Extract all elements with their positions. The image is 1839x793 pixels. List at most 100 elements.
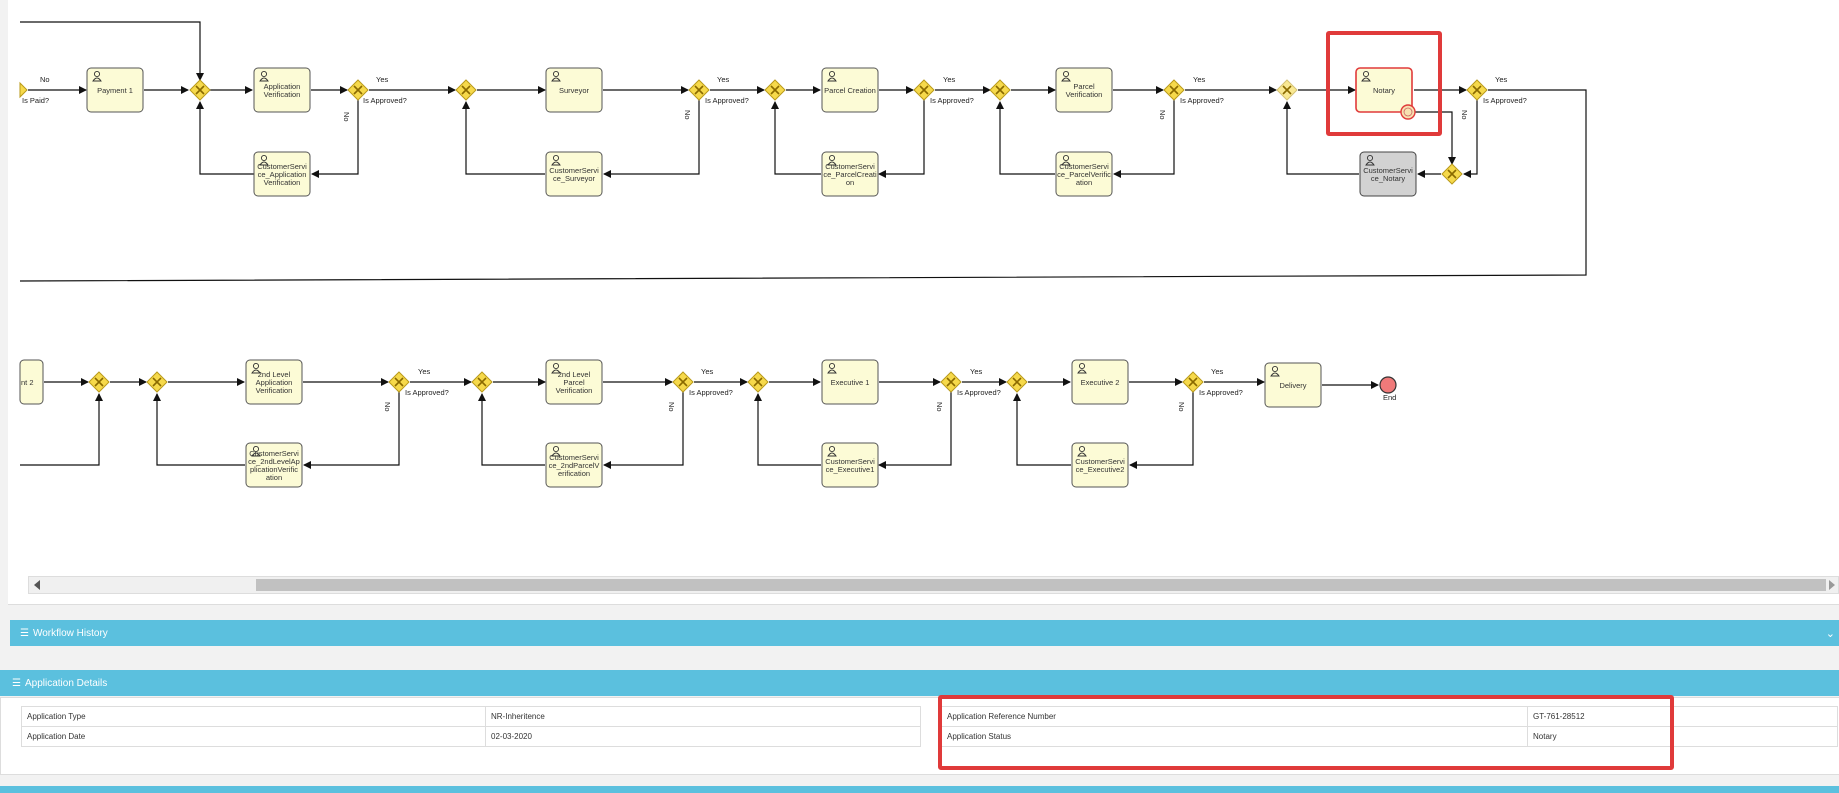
task-label: Verification	[264, 90, 301, 99]
task-label: Parcel	[563, 378, 585, 387]
flow-label-no: No	[1177, 402, 1186, 412]
user-icon	[1061, 161, 1071, 166]
sequence-flow	[771, 101, 821, 175]
task-box[interactable]	[253, 67, 311, 113]
exclusive-gateway[interactable]	[940, 371, 962, 393]
exclusive-gateway[interactable]	[189, 79, 211, 101]
task-box[interactable]	[821, 151, 879, 197]
status-highlight-box	[938, 695, 1674, 770]
workflow-history-header[interactable]: ☰ Workflow History ⌄	[10, 620, 1839, 646]
task-box[interactable]	[1071, 442, 1129, 488]
exclusive-gateway[interactable]	[1006, 371, 1028, 393]
task-box[interactable]	[1264, 362, 1322, 408]
user-icon	[259, 161, 269, 166]
scroll-left-icon[interactable]	[34, 580, 40, 590]
task-cs-l2-app-verification[interactable]: CustomerService_2ndLevelApplicationVerif…	[245, 442, 303, 488]
task-parcel-creation[interactable]: Parcel Creation	[821, 67, 879, 113]
timer-boundary-event[interactable]	[1400, 104, 1416, 120]
task-box[interactable]	[1355, 67, 1413, 113]
flow-label-no: No	[935, 402, 944, 412]
task-box[interactable]	[821, 442, 879, 488]
user-icon	[828, 70, 836, 78]
task-box[interactable]	[545, 359, 603, 405]
exclusive-gateway[interactable]	[1466, 79, 1488, 101]
task-label: CustomerServi	[549, 453, 599, 462]
task-label: CustomerServi	[1075, 457, 1125, 466]
task-box[interactable]	[545, 442, 603, 488]
end-event[interactable]	[1379, 376, 1397, 394]
gateway-x-icon	[1282, 85, 1292, 95]
task-surveyor[interactable]: Surveyor	[545, 67, 603, 113]
task-box[interactable]	[245, 442, 303, 488]
task-executive1[interactable]: Executive 1	[821, 359, 879, 405]
exclusive-gateway[interactable]	[1441, 163, 1463, 185]
exclusive-gateway[interactable]	[672, 371, 694, 393]
task-box[interactable]	[1359, 151, 1417, 197]
flow-label-end: End	[1383, 393, 1396, 402]
task-box[interactable]	[245, 359, 303, 405]
task-executive2[interactable]: Executive 2	[1071, 359, 1129, 405]
exclusive-gateway[interactable]	[1276, 79, 1298, 101]
user-icon	[1078, 362, 1086, 370]
scroll-thumb[interactable]	[256, 579, 1826, 591]
task-box[interactable]	[253, 151, 311, 197]
sequence-flow	[996, 101, 1055, 175]
task-box[interactable]	[1055, 151, 1113, 197]
timer-icon[interactable]	[1400, 104, 1416, 120]
gateway-x-icon	[152, 377, 162, 387]
chevron-down-icon[interactable]: ⌄	[1825, 627, 1835, 640]
user-icon	[1062, 154, 1070, 162]
exclusive-gateway[interactable]	[88, 371, 110, 393]
flow-label-yes: Yes	[970, 367, 982, 376]
exclusive-gateway[interactable]	[913, 79, 935, 101]
next-panel-header[interactable]	[0, 786, 1839, 793]
exclusive-gateway[interactable]	[146, 371, 168, 393]
task-notary[interactable]: Notary	[1355, 67, 1413, 113]
task-box[interactable]	[821, 67, 879, 113]
gateway-x-icon	[1012, 377, 1022, 387]
task-label: nt 2	[21, 378, 34, 387]
exclusive-gateway[interactable]	[388, 371, 410, 393]
scroll-right-icon[interactable]	[1829, 580, 1835, 590]
exclusive-gateway[interactable]	[989, 79, 1011, 101]
end-event-circle[interactable]	[1379, 376, 1397, 394]
exclusive-gateway[interactable]	[1182, 371, 1204, 393]
task-box[interactable]	[86, 67, 144, 113]
exclusive-gateway[interactable]	[471, 371, 493, 393]
exclusive-gateway[interactable]	[455, 79, 477, 101]
task-box[interactable]	[1055, 67, 1113, 113]
exclusive-gateway[interactable]	[747, 371, 769, 393]
task-delivery[interactable]: Delivery	[1264, 362, 1322, 408]
task-box[interactable]	[545, 67, 603, 113]
application-details-header[interactable]: ☰ Application Details	[0, 670, 1839, 696]
exclusive-gateway[interactable]	[764, 79, 786, 101]
detail-value: NR-Inheritence	[485, 706, 921, 727]
horizontal-scrollbar[interactable]	[28, 576, 1839, 594]
task-box[interactable]	[545, 151, 603, 197]
exclusive-gateway[interactable]	[347, 79, 369, 101]
task-box[interactable]	[1071, 359, 1129, 405]
exclusive-gateway[interactable]	[688, 79, 710, 101]
user-icon	[551, 77, 561, 82]
flow-label-no: No	[683, 110, 692, 120]
user-icon	[251, 369, 261, 374]
partial-gateway[interactable]	[19, 81, 28, 99]
task-payment1[interactable]: Payment 1	[86, 67, 144, 113]
user-icon	[552, 154, 560, 162]
task-box[interactable]	[821, 359, 879, 405]
task-payment2[interactable]	[19, 359, 44, 405]
sequence-flow	[1283, 101, 1359, 175]
exclusive-gateway[interactable]	[1163, 79, 1185, 101]
